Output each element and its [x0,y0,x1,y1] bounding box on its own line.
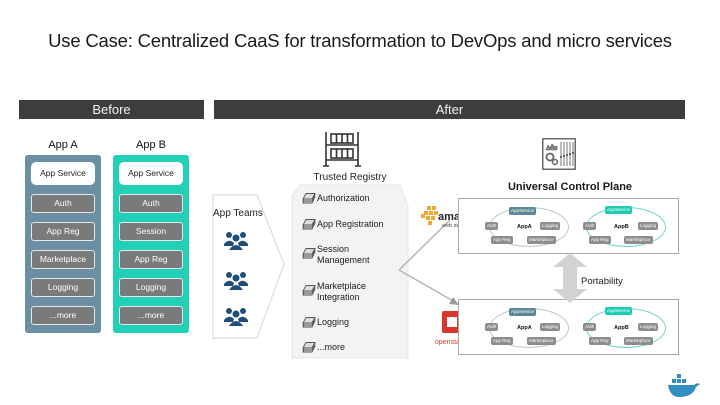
registry-rack-icon [323,132,361,167]
ring-app-name: AppA [517,325,532,331]
dashboard-gears-icon [542,138,576,170]
arrow-to-aws [398,219,451,271]
deploy-arrows [398,219,459,305]
ring-service-tag: AppService [509,308,537,316]
openstack-cloud-panel: AppService Auth AppA Logging App Reg Mar… [458,299,679,355]
people-group-icon [224,272,248,290]
ring-module-tag: Marketplace [527,236,556,244]
ring-module-tag: Auth [583,323,597,331]
portability-label: Portability [581,276,623,287]
module-box: Session [119,222,183,241]
ring-module-tag: Logging [540,222,561,230]
ring-module-tag: Logging [540,323,561,331]
app-service-box: App Service [119,162,183,185]
ring-module-tag: Marketplace [624,337,653,345]
ring-service-tag: AppService [509,207,537,215]
ring-module-tag: Auth [485,222,499,230]
stack-icon [302,285,316,296]
ring-app-name: AppA [517,224,532,230]
docker-whale-logo [668,374,700,397]
module-box: ...more [31,306,95,325]
module-box: App Reg [31,222,95,241]
svg-text:web services: web services [441,223,474,229]
ring-app-name: AppB [614,224,629,230]
stack-icon [302,317,316,328]
arrow-to-openstack [398,269,456,303]
slide-title: Use Case: Centralized CaaS for transform… [48,30,672,51]
ring-service-tag: AppService [605,307,633,315]
ring-module-tag: Marketplace [527,337,556,345]
ring-module-tag: Auth [485,323,499,331]
aws-cloud-panel: AppService Auth AppA Logging App Reg Mar… [458,198,679,254]
people-group-icon [224,308,248,326]
ring-module-tag: Logging [638,222,659,230]
registry-panel [291,184,409,359]
app-teams-panel [212,194,285,339]
ring-module-tag: App Reg [589,236,611,244]
portability-double-arrow-icon [553,253,587,303]
registry-item: App Registration [302,219,384,232]
app-service-box: App Service [31,162,95,185]
after-header: After [214,100,685,119]
ring-module-tag: App Reg [491,236,513,244]
ring-service-tag: AppService [605,206,633,214]
ring-module-tag: App Reg [589,337,611,345]
app-b-stack: App Service Auth Session App Reg Logging… [113,155,189,333]
registry-title: Trusted Registry [313,172,387,183]
app-b-label: App B [136,139,166,151]
stack-icon [302,219,316,230]
ring-app-name: AppB [614,325,629,331]
before-header: Before [19,100,204,119]
stack-icon [302,342,316,353]
module-box: Auth [31,194,95,213]
module-box: Auth [119,194,183,213]
module-box: Marketplace [31,250,95,269]
svg-text:openstack: openstack [435,339,467,346]
module-box: ...more [119,306,183,325]
ucp-title: Universal Control Plane [507,181,633,193]
ring-module-tag: Marketplace [624,236,653,244]
ring-module-tag: App Reg [491,337,513,345]
registry-item: Authorization [302,193,370,206]
app-a-stack: App Service Auth App Reg Marketplace Log… [25,155,101,333]
stack-icon [302,248,316,259]
ring-module-tag: Logging [638,323,659,331]
module-box: Logging [31,278,95,297]
openstack-logo: openstack [435,311,467,346]
arrowhead [449,297,459,305]
ring-module-tag: Auth [583,222,597,230]
module-box: App Reg [119,250,183,269]
module-box: Logging [119,278,183,297]
app-teams-label: App Teams [213,208,263,219]
stack-icon [302,193,316,204]
registry-item: ...more [302,342,345,355]
app-a-label: App A [48,139,78,151]
people-group-icon [224,232,248,250]
registry-item: Logging [302,317,349,330]
